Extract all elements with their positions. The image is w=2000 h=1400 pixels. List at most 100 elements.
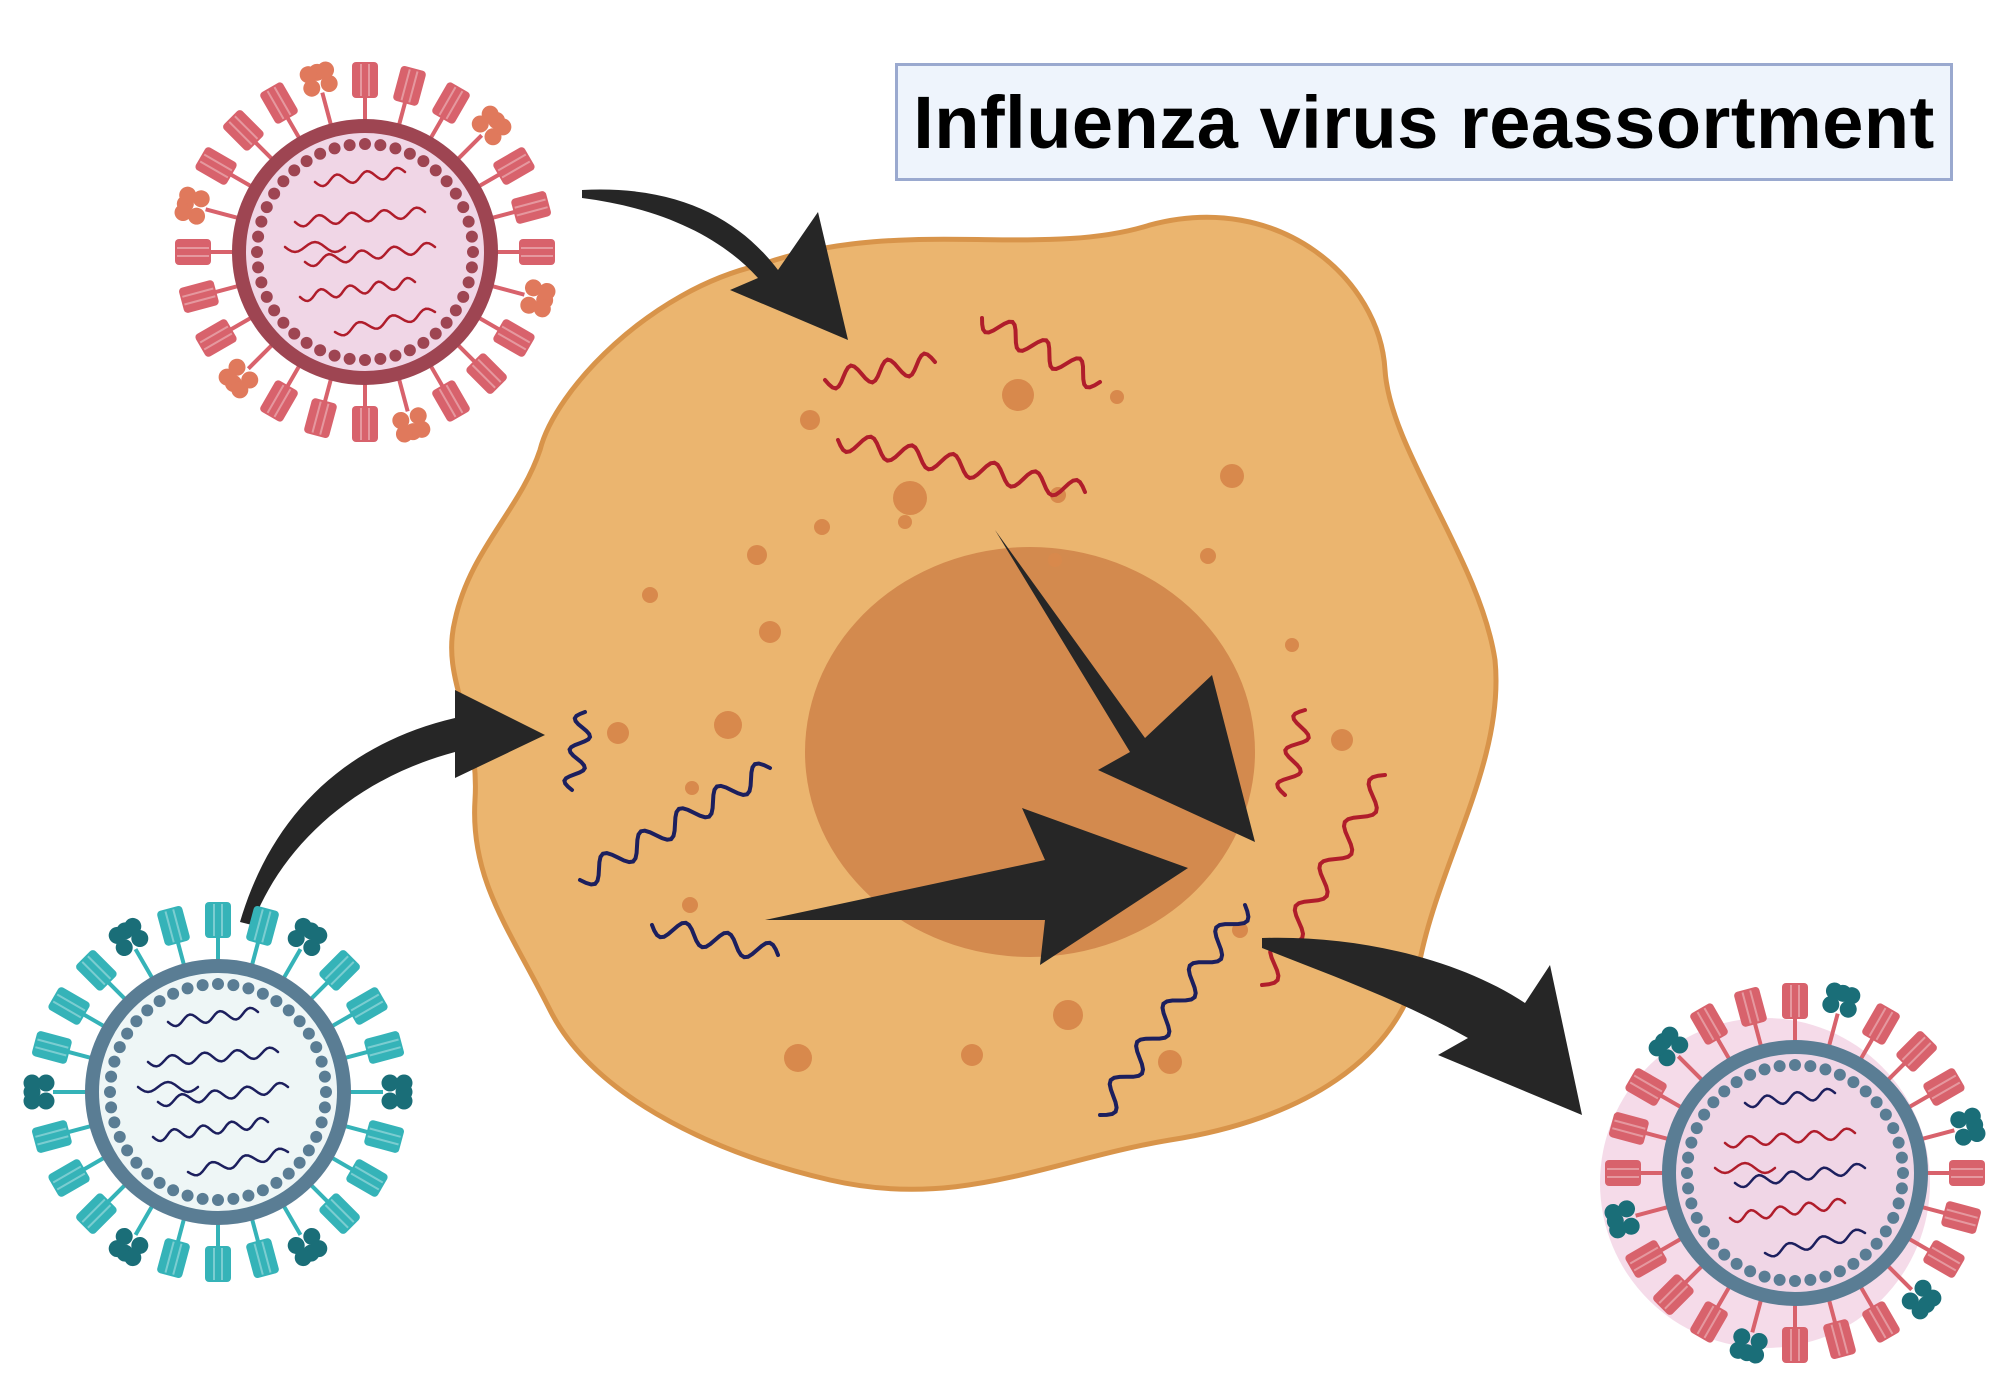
cytoplasm-granules <box>607 379 1353 1074</box>
surface-protein <box>179 280 240 313</box>
surface-protein <box>246 906 279 967</box>
surface-protein <box>246 1217 279 1278</box>
surface-protein <box>175 239 235 265</box>
surface-protein <box>343 1120 404 1153</box>
surface-protein <box>23 1074 88 1110</box>
surface-protein <box>32 1120 93 1153</box>
surface-protein <box>1648 1026 1705 1083</box>
surface-protein <box>329 987 388 1029</box>
virion-membrane <box>85 959 351 1225</box>
virion-rna <box>1728 1197 1847 1224</box>
surface-protein <box>476 147 535 189</box>
surface-protein <box>308 1182 360 1234</box>
title-box: Influenza virus reassortment <box>895 63 1953 181</box>
surface-protein <box>281 917 328 981</box>
surface-protein <box>76 950 128 1002</box>
granule <box>1158 1050 1182 1074</box>
surface-protein <box>195 315 254 357</box>
surface-protein <box>329 1155 388 1197</box>
surface-protein <box>205 1222 231 1282</box>
granule <box>961 1044 983 1066</box>
surface-protein <box>48 987 107 1029</box>
granule <box>1053 1000 1083 1030</box>
granule <box>759 621 781 643</box>
virion-rna <box>156 1081 290 1108</box>
virion-rna <box>1743 1087 1837 1109</box>
surface-protein <box>1734 987 1767 1048</box>
surface-protein <box>281 1203 328 1267</box>
reassortant-virion-icon <box>1600 982 1986 1364</box>
surface-protein <box>352 382 378 442</box>
virion-rna <box>1713 1161 1777 1175</box>
surface-protein <box>1858 1003 1900 1062</box>
surface-protein <box>304 377 337 438</box>
granule <box>800 410 820 430</box>
surface-protein <box>490 191 551 224</box>
virion-rna <box>333 307 437 337</box>
virion-rna <box>298 276 417 303</box>
rna-strand <box>980 316 1102 390</box>
granule <box>1002 379 1034 411</box>
surface-protein <box>1858 1284 1900 1343</box>
virion-rna <box>186 1147 290 1177</box>
rna-strand <box>578 761 772 887</box>
entry-arrow-red-icon <box>582 189 848 340</box>
surface-protein <box>108 917 155 981</box>
surface-protein <box>299 61 338 127</box>
virion-rna <box>283 240 347 254</box>
host-cell <box>449 214 1499 1192</box>
surface-protein <box>157 906 190 967</box>
surface-protein <box>223 110 275 162</box>
surface-protein <box>48 1155 107 1197</box>
surface-protein <box>490 279 556 318</box>
surface-protein <box>495 239 555 265</box>
virion-rna <box>293 206 427 228</box>
granule <box>898 515 912 529</box>
virion-membrane <box>232 119 498 385</box>
surface-protein <box>1906 1236 1965 1278</box>
rna-strand <box>836 434 1087 498</box>
surface-protein <box>1690 1003 1732 1062</box>
rna-strand <box>562 710 593 792</box>
surface-protein <box>352 62 378 122</box>
surface-protein <box>1920 1107 1986 1146</box>
granule <box>1110 390 1124 404</box>
surface-protein <box>1625 1236 1684 1278</box>
surface-protein <box>455 105 512 162</box>
rna-strand <box>823 351 937 391</box>
virion-rna <box>151 1116 270 1143</box>
nucleus-arrow-2-icon <box>765 808 1188 965</box>
granule <box>607 722 629 744</box>
surface-protein <box>205 902 231 962</box>
surface-protein <box>343 1031 404 1064</box>
granule <box>784 1044 812 1072</box>
surface-protein <box>76 1182 128 1234</box>
surface-protein <box>1625 1068 1684 1110</box>
surface-protein <box>108 1203 155 1267</box>
surface-protein <box>260 363 302 422</box>
virion-membrane <box>1662 1040 1928 1306</box>
surface-protein <box>1823 1298 1856 1359</box>
rna-strand <box>1275 708 1311 797</box>
surface-protein <box>1782 1303 1808 1363</box>
surface-protein <box>1729 1298 1768 1364</box>
surface-protein <box>1885 1031 1937 1083</box>
virion-rna <box>303 241 437 268</box>
granule <box>814 519 830 535</box>
virion-rna <box>146 1046 280 1068</box>
surface-protein <box>476 315 535 357</box>
surface-protein <box>392 377 431 443</box>
rna-strand <box>650 920 780 960</box>
surface-protein <box>428 363 470 422</box>
granule <box>1220 464 1244 488</box>
arrows <box>240 189 1582 1115</box>
page-title: Influenza virus reassortment <box>913 80 1935 164</box>
granule <box>893 481 927 515</box>
virion-rna <box>136 1080 200 1094</box>
surface-protein <box>1925 1160 1985 1186</box>
surface-protein <box>1609 1112 1670 1145</box>
surface-protein <box>1906 1068 1965 1110</box>
surface-protein <box>1653 1263 1705 1315</box>
surface-protein <box>157 1217 190 1278</box>
virion-rna <box>1733 1162 1867 1189</box>
